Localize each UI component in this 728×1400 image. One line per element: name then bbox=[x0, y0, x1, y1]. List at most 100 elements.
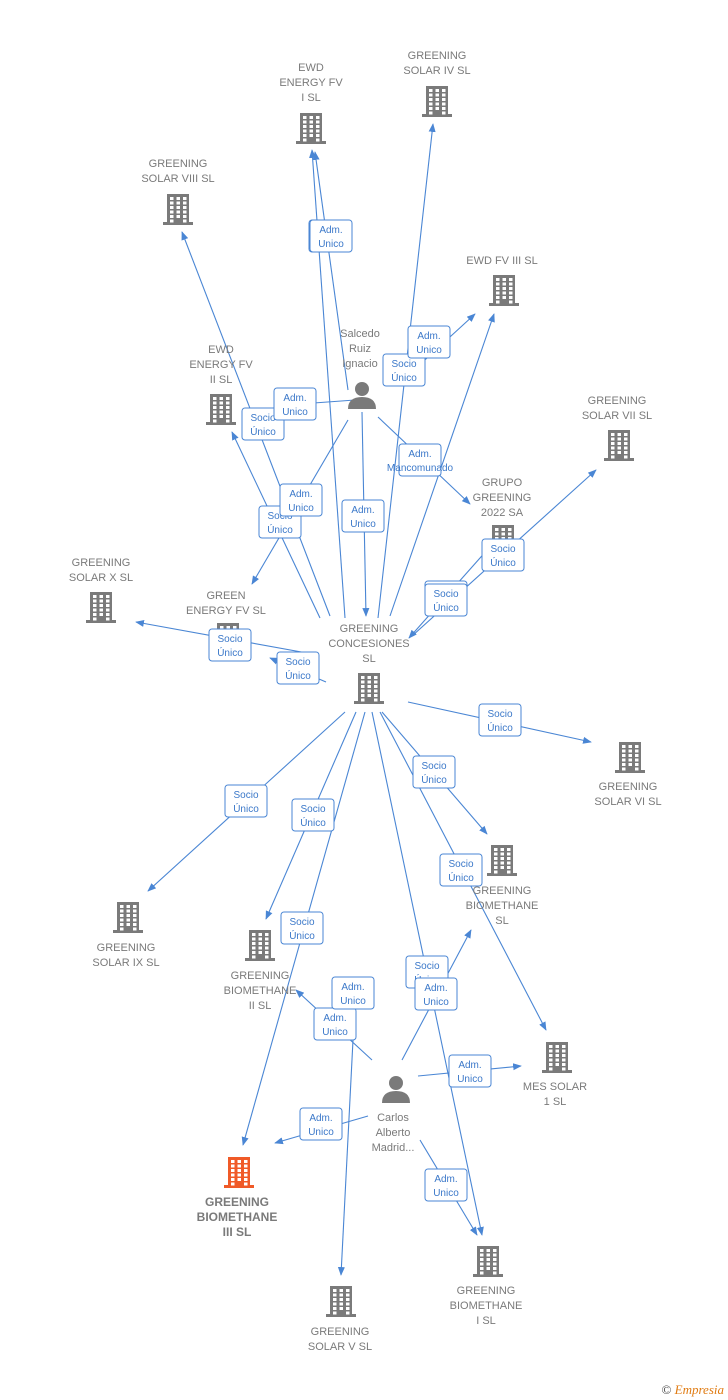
edge-label-box bbox=[224, 784, 268, 818]
node-greening-solar-iv[interactable]: GREENING SOLAR IV SL bbox=[403, 50, 471, 117]
node-ewd-fv-iii[interactable]: EWD FV III SL bbox=[466, 255, 538, 306]
node-label: SL bbox=[362, 653, 375, 665]
node-label: GRUPO bbox=[482, 477, 523, 489]
node-label: GREENING bbox=[231, 970, 290, 982]
node-label: GREENING bbox=[340, 623, 399, 635]
edge-label-box bbox=[478, 703, 522, 737]
node-label: SOLAR V SL bbox=[308, 1341, 372, 1353]
building-icon bbox=[245, 930, 275, 961]
copyright-symbol: © bbox=[661, 1382, 672, 1397]
edge-label-text: Único bbox=[233, 802, 259, 815]
edge-label-text: Único bbox=[267, 523, 293, 536]
node-label: SOLAR IV SL bbox=[403, 65, 470, 77]
node-label: BIOMETHANE bbox=[224, 985, 297, 997]
node-label: III SL bbox=[223, 1225, 252, 1239]
node-label: ENERGY FV SL bbox=[186, 605, 266, 617]
edge-label-salcedo-to-green-energy-fv[interactable]: Adm.Unico bbox=[279, 483, 323, 517]
edge-label-text: Único bbox=[433, 601, 459, 614]
node-greening-solar-x[interactable]: GREENING SOLAR X SL bbox=[69, 557, 133, 623]
edge-label-text: Socio bbox=[233, 790, 258, 801]
edge-label-carlos-to-greening-biomethane-i[interactable]: Adm.Unico bbox=[424, 1168, 468, 1202]
edge-label-text: Unico bbox=[322, 1027, 348, 1038]
edge-label-text: Socio bbox=[289, 917, 314, 928]
node-label: SOLAR X SL bbox=[69, 572, 133, 584]
building-icon bbox=[163, 194, 193, 225]
node-label: ENERGY FV bbox=[279, 77, 343, 89]
node-label: Carlos bbox=[377, 1112, 409, 1124]
node-label: I SL bbox=[476, 1315, 496, 1327]
edge-label-text: Socio bbox=[421, 761, 446, 772]
node-carlos[interactable]: CarlosAlbertoMadrid... bbox=[372, 1076, 415, 1154]
edge-label-text: Único bbox=[300, 816, 326, 829]
building-icon bbox=[354, 673, 384, 704]
node-label: Alberto bbox=[376, 1127, 411, 1139]
edge-label-salcedo-to-ewd-fv-iii[interactable]: Adm.Unico bbox=[407, 325, 451, 359]
node-label: GREENING bbox=[408, 50, 467, 62]
edge-label-text: Único bbox=[217, 646, 243, 659]
node-label: GREENING bbox=[588, 395, 647, 407]
edge-label-salcedo-to-ewd-energy-fv-i[interactable]: Adm.Unico bbox=[309, 219, 353, 253]
building-icon bbox=[326, 1286, 356, 1317]
node-label: ENERGY FV bbox=[189, 359, 253, 371]
edge-label-text: Unico bbox=[288, 503, 314, 514]
edge-label-box bbox=[424, 1168, 468, 1202]
edge-label-carlos-to-greening-solar-v[interactable]: Adm.Unico bbox=[331, 976, 375, 1010]
edge-label-salcedo-to-grupo-greening-2022[interactable]: Adm.Mancomunado bbox=[387, 443, 454, 477]
building-icon bbox=[296, 113, 326, 144]
node-label: SOLAR IX SL bbox=[92, 957, 159, 969]
node-label: Ruiz bbox=[349, 343, 371, 355]
building-icon bbox=[542, 1042, 572, 1073]
edge-label-box bbox=[398, 443, 442, 477]
edge-label-text: Único bbox=[490, 556, 516, 569]
edge-label-box bbox=[291, 798, 335, 832]
node-greening-solar-v[interactable]: GREENING SOLAR V SL bbox=[308, 1286, 372, 1353]
edge-label-text: Unico bbox=[423, 997, 449, 1008]
edge-label-box bbox=[448, 1054, 492, 1088]
edge-label-text: Adm. bbox=[408, 449, 431, 460]
building-icon bbox=[604, 430, 634, 461]
edge-label-text: Único bbox=[289, 929, 315, 942]
edge-label-text: Unico bbox=[282, 407, 308, 418]
node-label: MES SOLAR bbox=[523, 1081, 587, 1093]
node-label: Ignacio bbox=[342, 358, 377, 370]
edge-label-carlos-to-mes-solar-1[interactable]: Adm.Unico bbox=[448, 1054, 492, 1088]
node-label: GREENING bbox=[311, 1326, 370, 1338]
edge-label-carlos-to-greening-biomethane-iii[interactable]: Adm.Unico bbox=[299, 1107, 343, 1141]
edge-label-carlos-to-greening-biomethane-ii[interactable]: Adm. Unico bbox=[313, 1007, 357, 1041]
edge-label-text: Adm. bbox=[323, 1013, 346, 1024]
edge-label-salcedo-to-greening-concesiones[interactable]: Adm.Unico bbox=[341, 499, 385, 533]
edge-label-carlos-to-greening-biomethane[interactable]: Adm.Unico bbox=[414, 977, 458, 1011]
node-label: SL bbox=[495, 915, 508, 927]
node-label: GREENING bbox=[72, 557, 131, 569]
node-label: Madrid... bbox=[372, 1142, 415, 1154]
edge-label-salcedo-to-ewd-energy-fv-ii[interactable]: Adm.Unico bbox=[273, 387, 317, 421]
brand-logo[interactable]: Empresia bbox=[674, 1382, 724, 1397]
edge-label-box bbox=[309, 219, 353, 253]
node-label: GREENING bbox=[205, 1195, 269, 1209]
